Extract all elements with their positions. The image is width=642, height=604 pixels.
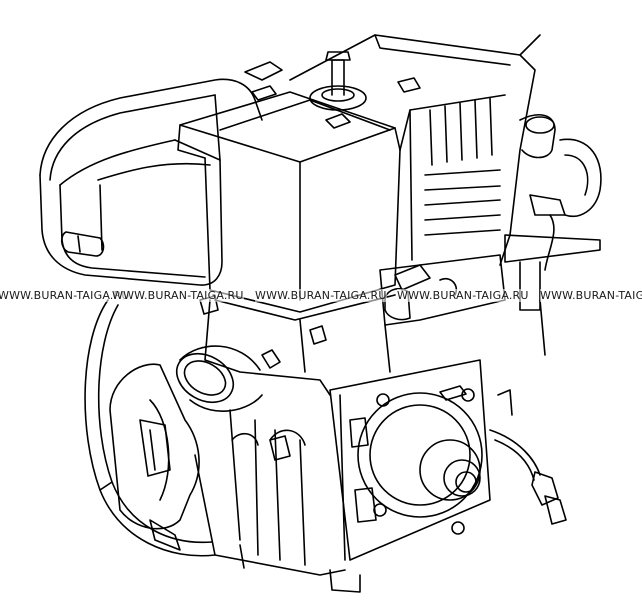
carburetor [504, 114, 602, 356]
crankcase [204, 254, 506, 396]
shroud [289, 34, 541, 266]
air-filter-housing [39, 78, 263, 286]
side-cover [109, 363, 200, 530]
fuel-tank [177, 51, 421, 321]
intake-elbow [175, 345, 263, 412]
base-sump [149, 409, 361, 593]
wire-connector [489, 389, 567, 525]
flywheel-housing [84, 299, 216, 557]
pto-housing [329, 359, 491, 561]
